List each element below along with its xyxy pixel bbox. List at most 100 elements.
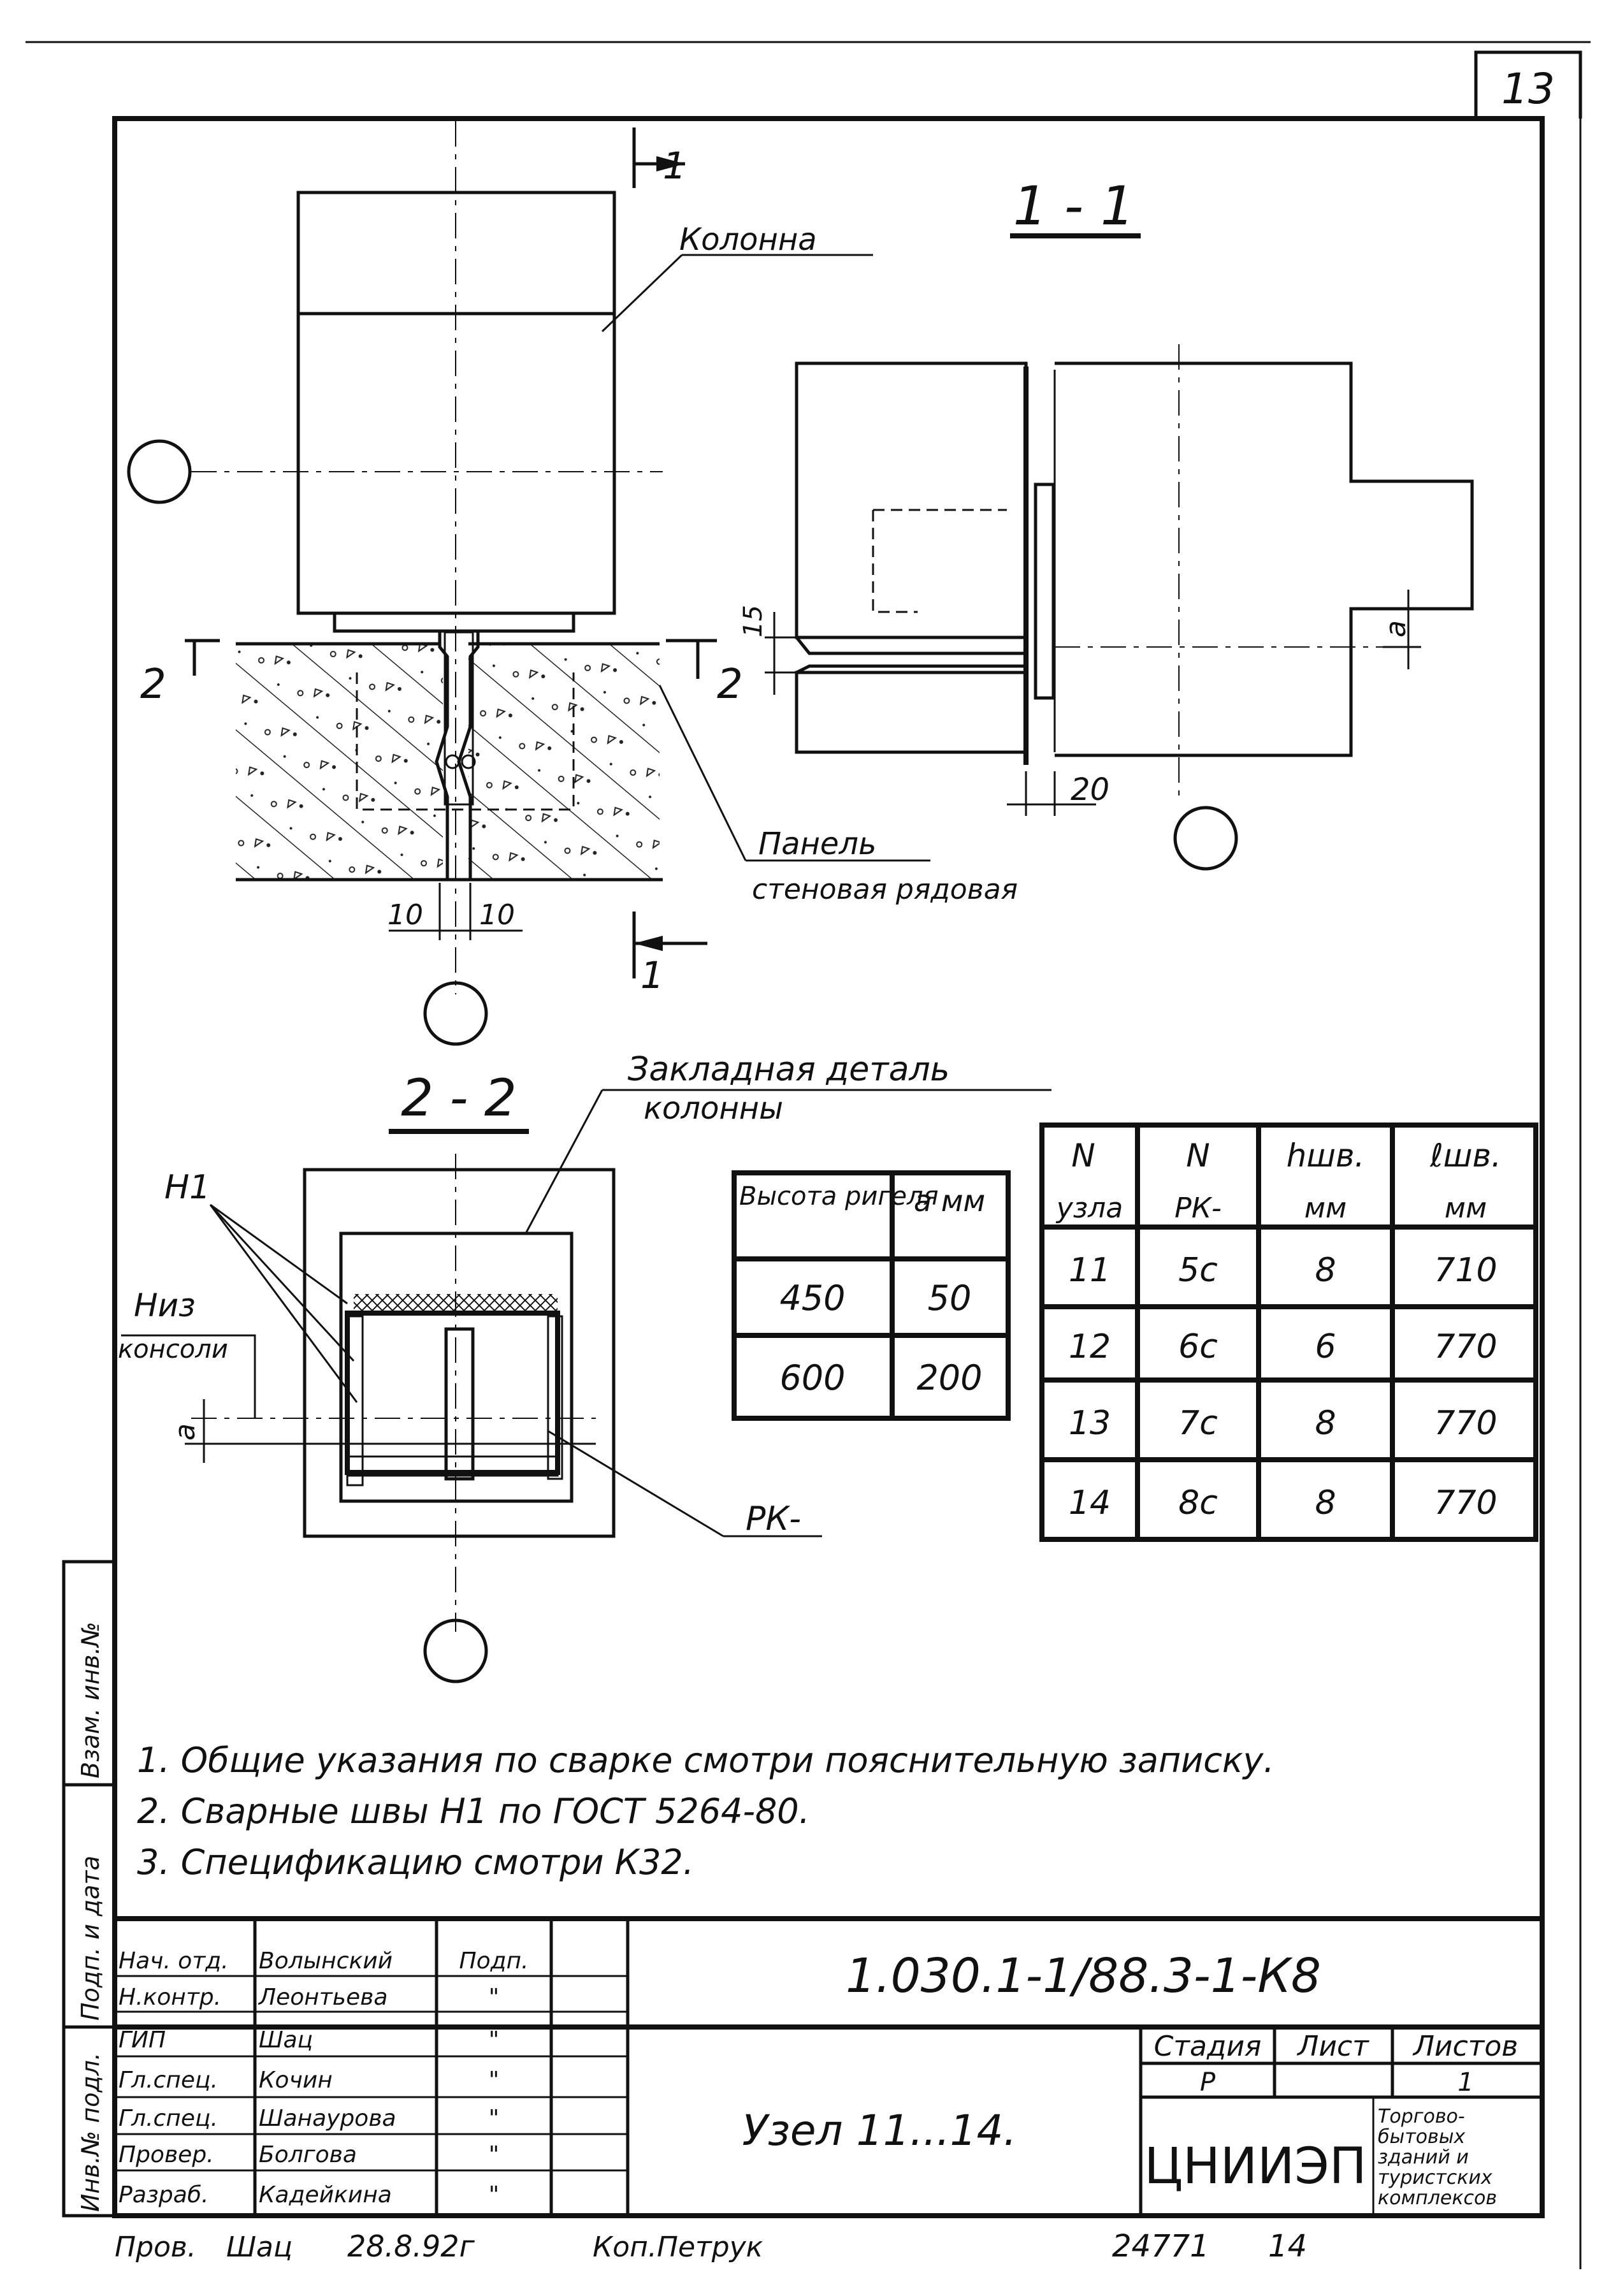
table-a-header-height: Высота ригеля bbox=[739, 1182, 939, 1211]
nodes-r3-c4: 770 bbox=[1434, 1404, 1497, 1442]
dim-20: 20 bbox=[1071, 772, 1109, 808]
nodes-r4-c4: 770 bbox=[1434, 1484, 1497, 1522]
person-3-sign: " bbox=[489, 2027, 500, 2053]
note-1: 1. Общие указания по сварке смотри поясн… bbox=[137, 1740, 1275, 1780]
label-panel: Панель bbox=[758, 826, 876, 862]
sheet-number: 13 bbox=[1501, 64, 1555, 113]
dim-15: 15 bbox=[739, 605, 768, 637]
person-5-name: Шанаурова bbox=[259, 2105, 396, 2132]
nodes-r3-c1: 13 bbox=[1069, 1404, 1111, 1442]
table-a-header-a: a мм bbox=[914, 1184, 985, 1218]
org-name: ЦНИИЭП bbox=[1144, 2138, 1366, 2195]
stamp-replace: Взам. инв.№ bbox=[76, 1622, 105, 1778]
table-a-r1-c1: 450 bbox=[779, 1278, 845, 1318]
plan-view bbox=[127, 121, 930, 1046]
person-5-sign: " bbox=[489, 2105, 500, 2132]
label-niz-2: консоли bbox=[118, 1335, 228, 1364]
person-4-name: Кочин bbox=[259, 2067, 333, 2093]
dim-10-right: 10 bbox=[479, 899, 515, 931]
nodes-r1-c1: 11 bbox=[1069, 1251, 1111, 1290]
person-6-name: Болгова bbox=[259, 2142, 357, 2168]
org-desc-2: бытовых bbox=[1378, 2126, 1465, 2148]
person-2-sign: " bbox=[489, 1984, 500, 2010]
nodes-h1b: узла bbox=[1055, 1192, 1123, 1224]
footer-copied: Коп.Петрук bbox=[593, 2231, 763, 2263]
person-4-sign: " bbox=[489, 2067, 500, 2093]
person-5-role: Гл.спец. bbox=[119, 2105, 218, 2132]
dim-a-2: a bbox=[169, 1423, 201, 1441]
nodes-h1a: N bbox=[1071, 1137, 1095, 1174]
nodes-h4a: ℓшв. bbox=[1429, 1137, 1501, 1174]
nodes-r3-c2: 7с bbox=[1178, 1404, 1218, 1442]
person-7-name: Кадейкина bbox=[259, 2182, 392, 2208]
nodes-h3a: hшв. bbox=[1287, 1137, 1365, 1174]
person-4-role: Гл.спец. bbox=[119, 2067, 218, 2093]
sheet-header: Лист bbox=[1296, 2030, 1369, 2063]
document-code: 1.030.1-1/88.3-1-К8 bbox=[846, 1949, 1321, 2003]
stage-header: Стадия bbox=[1154, 2030, 1262, 2063]
footer-checked: Пров. bbox=[115, 2231, 196, 2263]
nodes-h2b: РК- bbox=[1174, 1192, 1222, 1224]
org-desc-5: комплексов bbox=[1378, 2187, 1497, 2209]
cut-mark-bottom: 1 bbox=[640, 954, 664, 997]
sheet-frame bbox=[25, 41, 1591, 2269]
section-1-1-title: 1 - 1 bbox=[1013, 175, 1135, 237]
person-6-sign: " bbox=[489, 2142, 500, 2168]
table-nodes bbox=[1039, 1123, 1538, 1542]
sheets-header: Листов bbox=[1412, 2030, 1518, 2063]
person-6-role: Провер. bbox=[119, 2142, 214, 2168]
dim-10-left: 10 bbox=[387, 899, 423, 931]
nodes-r4-c2: 8с bbox=[1178, 1484, 1218, 1522]
nodes-h3b: мм bbox=[1304, 1192, 1347, 1224]
table-a-r2-c1: 600 bbox=[779, 1358, 845, 1398]
person-1-name: Волынский bbox=[259, 1948, 393, 1974]
nodes-r2-c2: 6с bbox=[1178, 1328, 1218, 1366]
title-block bbox=[115, 1916, 1542, 2216]
label-h1: Н1 bbox=[164, 1168, 210, 1207]
drawing-title: Узел 11...14. bbox=[742, 2106, 1017, 2155]
sheets-value: 1 bbox=[1457, 2068, 1473, 2097]
cut-mark-top: 1 bbox=[663, 144, 686, 187]
section-1-1 bbox=[765, 233, 1474, 871]
person-3-role: ГИП bbox=[119, 2027, 166, 2053]
label-column: Колонна bbox=[679, 222, 817, 258]
nodes-r4-c1: 14 bbox=[1069, 1484, 1111, 1522]
footer-page: 14 bbox=[1268, 2228, 1307, 2264]
nodes-r1-c4: 710 bbox=[1434, 1251, 1497, 1290]
nodes-r3-c3: 8 bbox=[1315, 1404, 1336, 1442]
note-2: 2. Сварные швы Н1 по ГОСТ 5264-80. bbox=[137, 1791, 810, 1831]
label-niz: Низ bbox=[134, 1287, 196, 1324]
stamp-inv: Инв.№ подл. bbox=[76, 2053, 105, 2212]
label-panel-2: стеновая рядовая bbox=[752, 873, 1018, 906]
org-desc-4: туристских bbox=[1378, 2167, 1492, 2189]
section-2-2-title: 2 - 2 bbox=[401, 1068, 517, 1128]
cut-2-right: 2 bbox=[717, 661, 743, 708]
nodes-r2-c1: 12 bbox=[1069, 1328, 1111, 1366]
label-rk: РК- bbox=[746, 1500, 801, 1538]
note-3: 3. Спецификацию смотри К32. bbox=[137, 1842, 694, 1882]
nodes-r2-c4: 770 bbox=[1434, 1328, 1497, 1366]
person-1-role: Нач. отд. bbox=[119, 1948, 229, 1974]
person-2-role: Н.контр. bbox=[119, 1984, 221, 2010]
person-7-role: Разраб. bbox=[119, 2182, 208, 2208]
table-a-r1-c2: 50 bbox=[928, 1278, 972, 1318]
section-2-2 bbox=[121, 1089, 1051, 1683]
cut-2-left: 2 bbox=[140, 661, 166, 708]
table-a-r2-c2: 200 bbox=[916, 1358, 982, 1398]
person-1-sign: Подп. bbox=[459, 1948, 529, 1974]
nodes-r4-c3: 8 bbox=[1315, 1484, 1336, 1522]
nodes-h4b: мм bbox=[1445, 1192, 1487, 1224]
nodes-r1-c3: 8 bbox=[1315, 1251, 1336, 1290]
nodes-r2-c3: 6 bbox=[1315, 1328, 1336, 1366]
nodes-r1-c2: 5с bbox=[1178, 1251, 1218, 1290]
footer-inventory: 24771 bbox=[1112, 2228, 1210, 2264]
label-embed-2: колонны bbox=[644, 1091, 783, 1126]
footer-signature: Шац bbox=[226, 2231, 293, 2263]
org-desc-1: Торгово- bbox=[1378, 2105, 1465, 2128]
stage-value: Р bbox=[1200, 2068, 1216, 2097]
org-desc-3: зданий и bbox=[1378, 2146, 1469, 2169]
stamp-sign-date: Подп. и дата bbox=[76, 1856, 105, 2021]
person-2-name: Леонтьева bbox=[257, 1984, 387, 2010]
table-a bbox=[732, 1170, 1011, 1421]
